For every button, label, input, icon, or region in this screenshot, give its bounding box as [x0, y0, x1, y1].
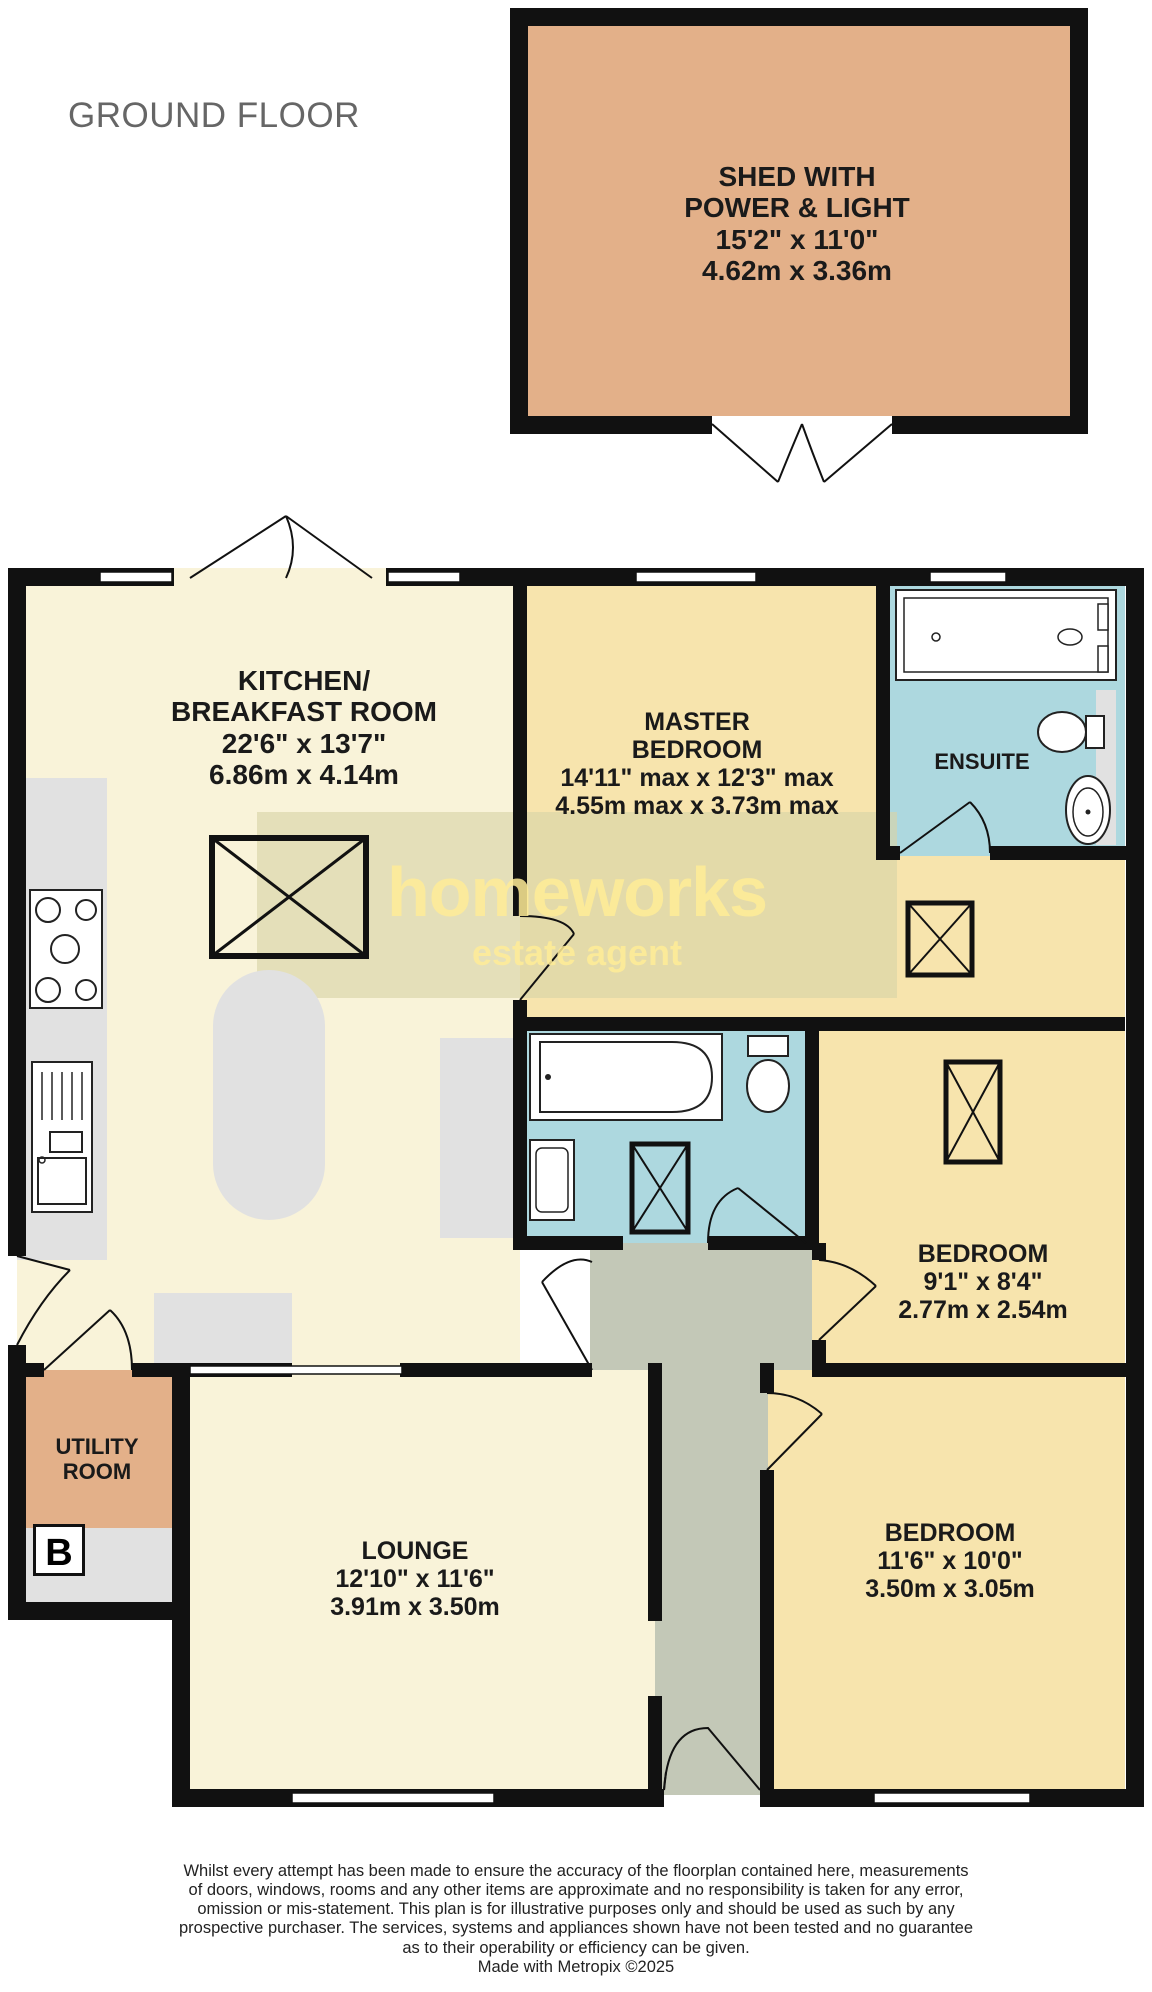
- shed-floor: [518, 17, 1078, 427]
- roof-light-icon: [209, 835, 369, 959]
- roof-light-icon: [629, 1141, 691, 1235]
- room-label-kitchen: KITCHEN/BREAKFAST ROOM 22'6" x 13'7"6.86…: [171, 665, 437, 791]
- window: [635, 571, 757, 583]
- basin-icon: [529, 1139, 575, 1221]
- windows: [99, 571, 1031, 1804]
- kitchen-fixtures: [17, 778, 518, 1370]
- bathtub-icon: [529, 1033, 723, 1121]
- window: [99, 571, 173, 583]
- roof-light-icon: [943, 1059, 1003, 1165]
- ensuite-fixtures: [895, 589, 1117, 978]
- roof-light-icon: [905, 900, 975, 978]
- toilet-icon: [746, 1035, 790, 1113]
- kitchen-island: [213, 970, 325, 1220]
- bedroom-large-floor: [768, 1370, 1125, 1795]
- sink-icon: [31, 1061, 93, 1213]
- basin-icon: [1065, 775, 1111, 845]
- french-doors: [174, 416, 893, 586]
- window: [873, 1792, 1031, 1804]
- watermark: homeworks estate agent: [257, 812, 897, 998]
- watermark-subtitle: estate agent: [471, 932, 683, 973]
- hob-icon: [29, 889, 103, 1009]
- bedroom-small-floor: [812, 1024, 1125, 1370]
- kitchen-side-unit: [440, 1038, 518, 1238]
- bathroom-fixtures: [529, 1033, 790, 1235]
- floor-title: GROUND FLOOR: [68, 96, 360, 135]
- toilet-icon: [1037, 711, 1105, 753]
- utility-floor: [17, 1370, 175, 1528]
- shower-tray-icon: [895, 589, 1117, 681]
- door-swings: [16, 801, 991, 1791]
- kitchen-bottom-unit: [154, 1293, 292, 1370]
- disclaimer: Whilst every attempt has been made to en…: [178, 1862, 974, 1976]
- window: [291, 1792, 495, 1804]
- hallway-corridor-floor: [655, 1370, 768, 1795]
- window: [387, 571, 461, 583]
- boiler-symbol: B: [33, 1524, 85, 1576]
- hallway-floor: [590, 1243, 812, 1370]
- room-label-ensuite: ENSUITE: [934, 749, 1030, 774]
- window: [189, 1365, 403, 1375]
- lounge-floor: [175, 1370, 655, 1795]
- window: [929, 571, 1007, 583]
- watermark-logo: homeworks: [387, 853, 768, 931]
